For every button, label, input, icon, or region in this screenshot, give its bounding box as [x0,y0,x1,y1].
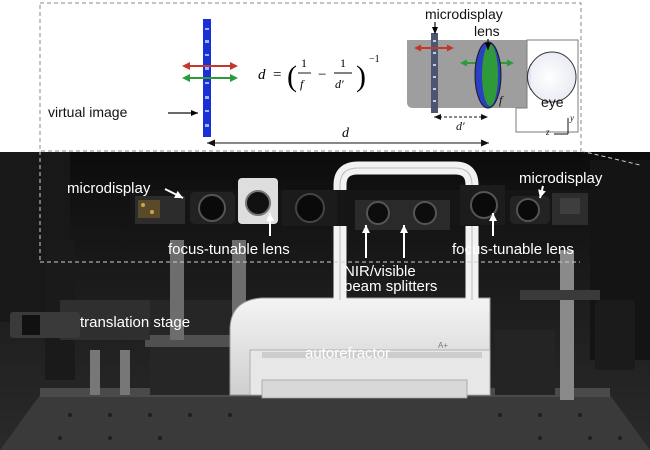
distance-d-label: d [342,126,350,141]
formula-num2: 1 [340,56,346,70]
optical-rail [130,178,590,230]
photo-label-focus-lens-left: focus-tunable lens [168,241,290,258]
projection-line-right [580,150,641,166]
formula-paren-close: ) [356,60,366,93]
lens-label: lens [474,23,500,39]
photo-label-beam-splitters-line1: NIR/visible [344,263,416,280]
formula-minus: − [318,67,326,83]
microdisplay-label: microdisplay [425,6,503,22]
photo-label-autorefractor: autorefractor [305,345,390,362]
focal-length-label: f [499,93,504,107]
thin-lens-formula: d = ( 1 f − 1 d′ ) −1 [258,54,380,93]
formula-eq: = [273,67,281,83]
photo-annotations: microdisplay microdisplay focus-tunable … [67,170,603,362]
photo-label-microdisplay-right: microdisplay [519,170,603,187]
eye-label: eye [541,94,564,110]
formula-lhs: d [258,67,266,83]
distance-dprime-label: d′ [456,119,465,133]
formula-paren-open: ( [287,60,297,93]
svg-text:A+: A+ [438,341,448,350]
virtual-image-label: virtual image [48,104,128,120]
formula-exponent: −1 [369,54,380,65]
axis-indicator: z y [545,113,574,137]
inset-border [39,2,582,152]
photo-label-microdisplay-left: microdisplay [67,180,151,197]
axis-z-label: z [545,127,550,137]
disparity-arrows-left [182,62,238,82]
photo-label-focus-lens-right: focus-tunable lens [452,241,574,258]
distance-d-dimension: d [207,126,489,147]
lens-element [474,41,502,109]
formula-num1: 1 [301,56,307,70]
formula-den2: d′ [335,77,344,91]
microdisplay-element [431,33,438,113]
formula-den1: f [300,77,305,91]
eye-icon [527,51,577,103]
distance-dprime-dimension: d′ [434,114,488,133]
right-stage [495,250,635,400]
autorefractor-body: A+ [229,161,491,399]
axis-y-label: y [569,113,574,123]
diagram-panel: virtual image d = ( 1 f − 1 d′ ) −1 d [39,2,641,263]
photo-label-translation-stage: translation stage [80,314,190,331]
setup-photo: A+ A+ [0,152,650,450]
photo-label-beam-splitters-line2: beam splitters [344,278,437,295]
